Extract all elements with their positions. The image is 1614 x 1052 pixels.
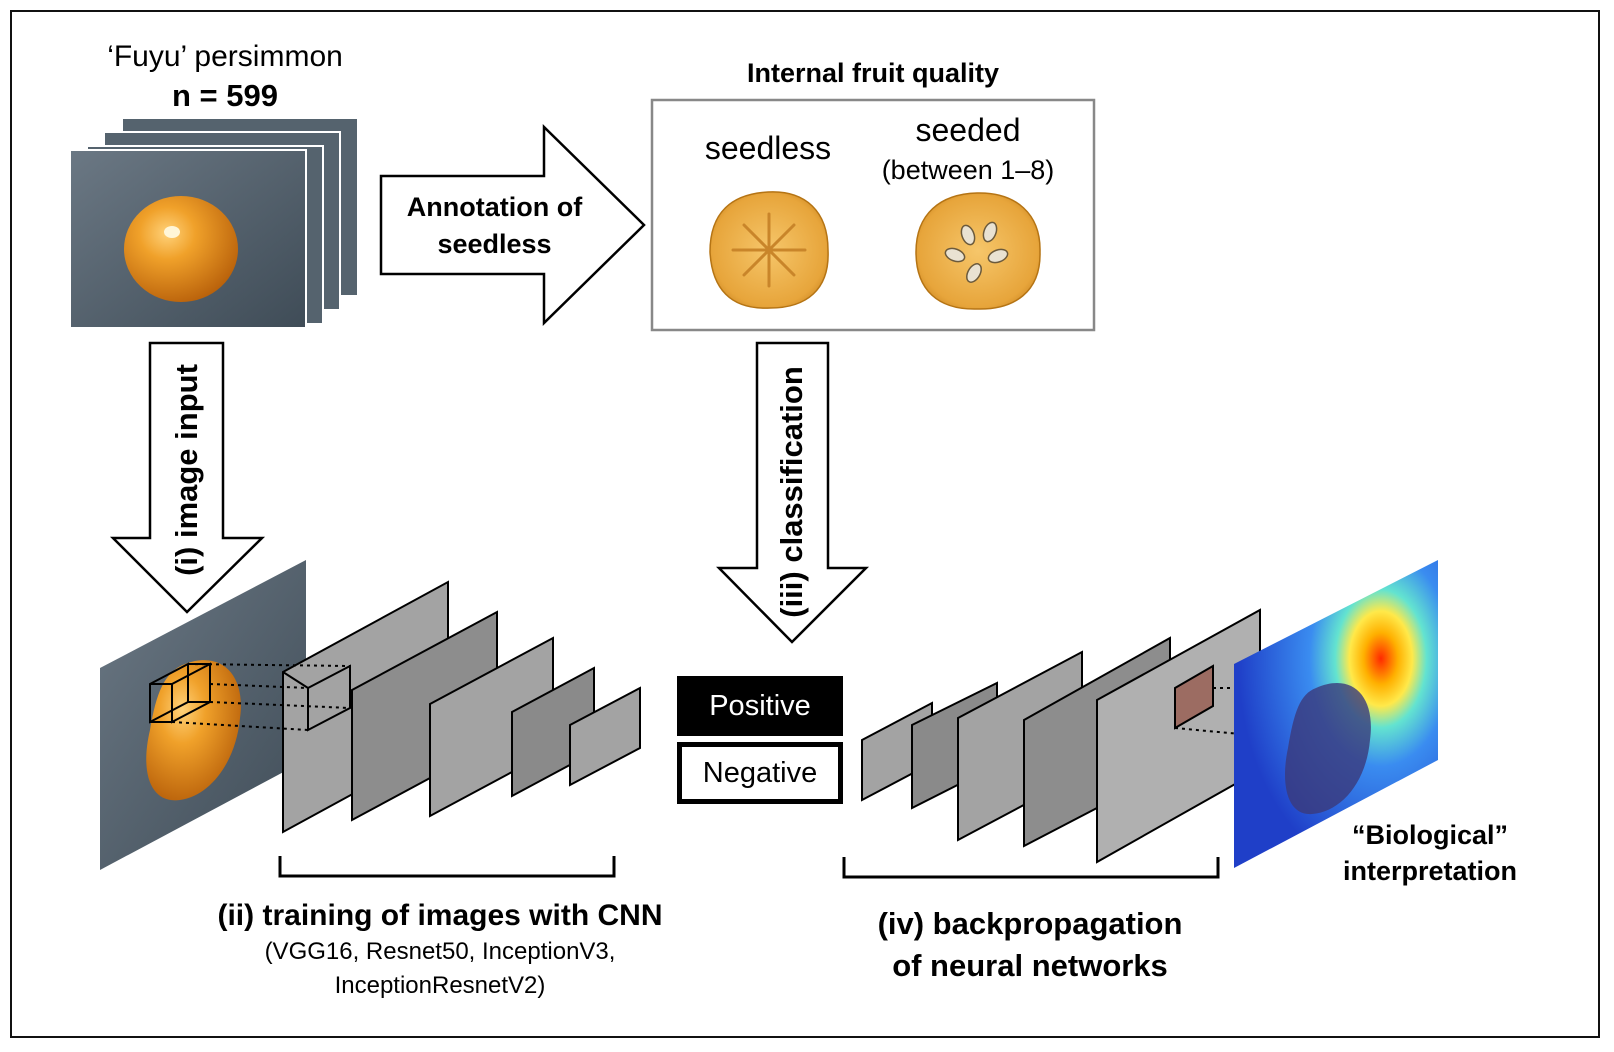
heatmap-fruit	[1285, 683, 1371, 815]
backprop-label-line2: of neural networks	[892, 948, 1168, 983]
seedless-slice-lines	[731, 212, 807, 288]
image-input-label: (i) image input	[169, 364, 204, 576]
classification-arrow	[716, 341, 870, 644]
persimmon-fruit	[124, 196, 238, 302]
seeded-label: seeded	[915, 112, 1021, 148]
classification-label: (iii) classification	[774, 366, 809, 618]
seeds	[944, 221, 1009, 283]
backprop-label-line1: (iv) backpropagation	[877, 906, 1183, 941]
activation-patch	[1174, 664, 1214, 730]
seedless-slice	[709, 191, 829, 309]
input-title: ‘Fuyu’ persimmon	[107, 40, 343, 73]
training-input-image	[100, 560, 306, 870]
seeded-slice-shape	[915, 192, 1041, 310]
seedless-label: seedless	[704, 130, 832, 166]
annotation-label-line1: Annotation of	[406, 192, 583, 222]
training-bracket	[278, 856, 616, 878]
grad-cam-heatmap	[1234, 560, 1438, 868]
backprop-bracket	[842, 857, 1220, 879]
cnn-layer	[569, 686, 641, 787]
annotation-label-line2: seedless	[437, 229, 552, 259]
fruit-highlight	[164, 226, 180, 238]
input-count: n = 599	[172, 78, 278, 113]
negative-box: Negative	[677, 742, 843, 804]
backprop-layers	[861, 608, 1261, 864]
positive-box: Positive	[677, 676, 843, 736]
cnn-layers	[282, 580, 641, 834]
input-image-stack	[69, 117, 359, 329]
annotation-arrow	[379, 124, 646, 326]
image-input-arrow	[109, 341, 266, 614]
models-line1: (VGG16, Resnet50, InceptionV3,	[264, 938, 616, 965]
interpretation-line2: interpretation	[1342, 856, 1517, 886]
projection-lines	[171, 663, 351, 731]
interpretation-line1: “Biological”	[1351, 820, 1508, 850]
training-label: (ii) training of images with CNN	[217, 899, 663, 932]
seeded-slice	[915, 192, 1041, 310]
quality-title: Internal fruit quality	[746, 58, 1000, 88]
figure-frame	[10, 10, 1600, 1038]
seeded-range-label: (between 1–8)	[881, 155, 1055, 185]
models-line2: InceptionResnetV2)	[334, 972, 546, 999]
training-fruit	[146, 660, 241, 801]
